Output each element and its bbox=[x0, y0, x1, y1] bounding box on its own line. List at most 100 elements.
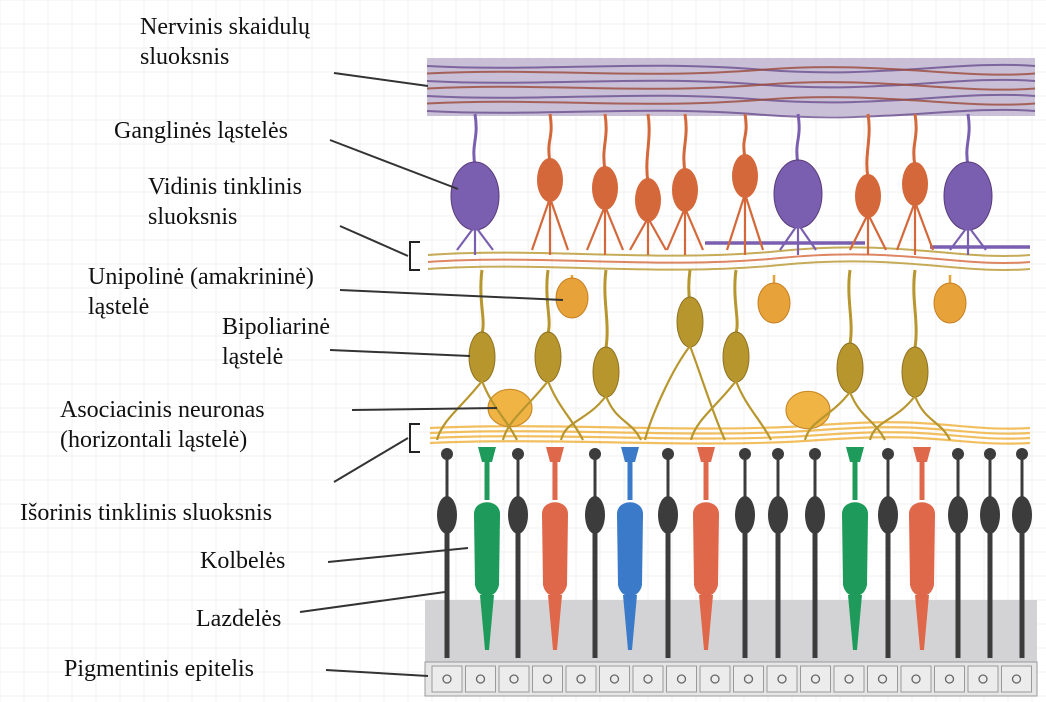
rod-nucleus bbox=[437, 496, 457, 534]
epithelial-cell bbox=[667, 666, 697, 692]
ganglion-axon bbox=[647, 114, 649, 182]
rod-nucleus bbox=[1012, 496, 1032, 534]
rod-nucleus bbox=[585, 496, 605, 534]
ganglion-dendrites bbox=[587, 206, 623, 255]
bipolar-cell-body bbox=[723, 332, 749, 382]
label-outer-plexiform-layer: Išorinis tinklinis sluoksnis bbox=[20, 498, 272, 528]
epithelial-cell bbox=[566, 666, 596, 692]
bipolar-cell-body bbox=[677, 297, 703, 347]
ganglion-dendrites bbox=[727, 194, 763, 255]
pigment-epithelium-cells bbox=[425, 662, 1037, 696]
cone-pedicle bbox=[546, 447, 564, 462]
label-nerve-fiber-layer: Nervinis skaidulų sluoksnis bbox=[140, 12, 310, 72]
leader-line bbox=[326, 670, 428, 676]
inner-plexiform-bracket bbox=[410, 242, 420, 270]
epithelial-cell bbox=[1002, 666, 1032, 692]
ganglion-dendrites bbox=[532, 198, 568, 255]
ganglion-cell-body bbox=[635, 178, 661, 222]
bipolar-cell-body bbox=[902, 347, 928, 397]
amacrine-cell-body bbox=[934, 283, 966, 323]
amacrine-cell-layer bbox=[556, 275, 966, 323]
inner-plexiform-process bbox=[428, 254, 1030, 263]
leader-line bbox=[330, 140, 458, 189]
epithelial-cell bbox=[868, 666, 898, 692]
label-line: Asociacinis neuronas bbox=[60, 395, 265, 425]
cone-pedicle bbox=[846, 447, 864, 462]
rod-nucleus bbox=[948, 496, 968, 534]
amacrine-cell-body bbox=[556, 278, 588, 318]
cone-pedicle bbox=[478, 447, 496, 462]
ganglion-cell-body bbox=[944, 162, 992, 230]
bipolar-dendrite-up bbox=[849, 270, 851, 344]
epithelial-cell bbox=[432, 666, 462, 692]
leader-line bbox=[334, 438, 408, 482]
ganglion-cell-layer bbox=[451, 114, 992, 255]
leader-line bbox=[330, 350, 470, 356]
epithelial-cell bbox=[834, 666, 864, 692]
ganglion-axon bbox=[914, 114, 916, 166]
ganglion-cell-body bbox=[537, 158, 563, 202]
bipolar-cell-body bbox=[535, 332, 561, 382]
rod-nucleus bbox=[805, 496, 825, 534]
ganglion-cell-body bbox=[774, 160, 822, 228]
ganglion-cell-body bbox=[855, 174, 881, 218]
label-line: Unipolinė (amakrininė) bbox=[88, 262, 314, 292]
cone-pedicle bbox=[697, 447, 715, 462]
rod-nucleus bbox=[878, 496, 898, 534]
epithelial-cell bbox=[901, 666, 931, 692]
bipolar-dendrite-up bbox=[547, 270, 549, 333]
horizontal-cell-network bbox=[430, 389, 1030, 443]
epithelial-cell bbox=[600, 666, 630, 692]
label-line: Vidinis tinklinis bbox=[148, 172, 302, 202]
epithelial-cell bbox=[935, 666, 965, 692]
label-line: Lazdelės bbox=[196, 604, 281, 634]
ganglion-dendrites bbox=[630, 218, 666, 255]
ganglion-dendrites bbox=[897, 202, 933, 255]
ganglion-axon bbox=[684, 114, 686, 172]
epithelial-cell bbox=[968, 666, 998, 692]
rod-nucleus bbox=[735, 496, 755, 534]
leader-line bbox=[340, 226, 408, 256]
epithelial-cell bbox=[466, 666, 496, 692]
label-line: sluoksnis bbox=[148, 202, 302, 232]
cone-body bbox=[474, 502, 500, 596]
label-line: Išorinis tinklinis sluoksnis bbox=[20, 498, 272, 528]
horizontal-cell-body bbox=[786, 391, 830, 428]
label-line: Nervinis skaidulų bbox=[140, 12, 310, 42]
cone-body bbox=[617, 502, 643, 596]
ganglion-cell-body bbox=[672, 168, 698, 212]
outer-plexiform-bracket bbox=[410, 424, 420, 452]
epithelial-cell bbox=[767, 666, 797, 692]
epithelial-cell bbox=[734, 666, 764, 692]
rod-nucleus bbox=[658, 496, 678, 534]
cone-body bbox=[842, 502, 868, 596]
label-inner-plexiform-layer: Vidinis tinklinis sluoksnis bbox=[148, 172, 302, 232]
ganglion-axon bbox=[797, 114, 799, 164]
nerve-fiber-layer bbox=[427, 58, 1035, 117]
cone-body bbox=[909, 502, 935, 596]
amacrine-cell-body bbox=[758, 283, 790, 323]
ganglion-axon bbox=[604, 114, 606, 170]
ganglion-axon bbox=[549, 114, 551, 162]
epithelial-cell bbox=[700, 666, 730, 692]
rod-nucleus bbox=[768, 496, 788, 534]
ganglion-cell-body bbox=[902, 162, 928, 206]
cone-body bbox=[542, 502, 568, 596]
label-bipolar-cell: Bipoliarinė ląstelė bbox=[222, 312, 330, 372]
label-pigment-epithelium: Pigmentinis epitelis bbox=[64, 654, 254, 684]
leader-line bbox=[300, 592, 445, 612]
bipolar-cell-body bbox=[593, 347, 619, 397]
epithelial-cell bbox=[533, 666, 563, 692]
label-cones: Kolbelės bbox=[200, 546, 285, 576]
epithelial-cell bbox=[499, 666, 529, 692]
leader-line bbox=[340, 290, 563, 300]
label-line: Ganglinės ląstelės bbox=[114, 116, 288, 146]
ganglion-cell-body bbox=[451, 162, 499, 230]
rod-nucleus bbox=[980, 496, 1000, 534]
bipolar-dendrite-up bbox=[481, 270, 483, 333]
ganglion-axon bbox=[967, 114, 969, 166]
leader-line bbox=[334, 73, 428, 86]
label-line: sluoksnis bbox=[140, 42, 310, 72]
